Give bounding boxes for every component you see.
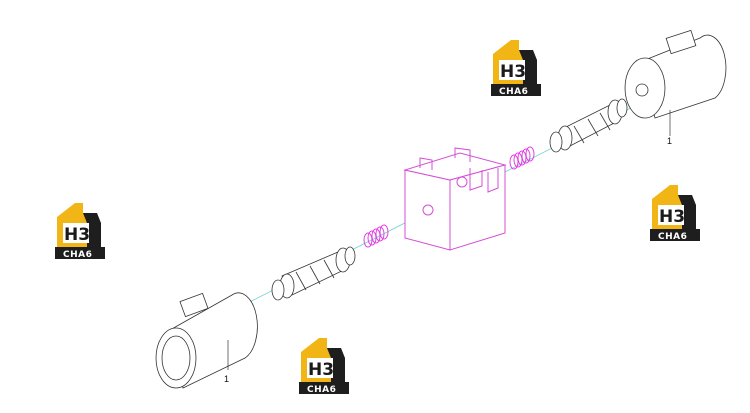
svg-text:CHA6: CHA6 [63,250,92,260]
watermark-logo-right: CHA6 [650,185,700,242]
spring-right [509,146,535,170]
watermark-logo-bottom: CHA6 [299,338,349,395]
solenoid-coil-right [624,29,727,136]
callout-label-left: 1 [224,374,229,384]
watermark-logo-left: CHA6 [55,203,105,260]
svg-text:CHA6: CHA6 [658,232,687,242]
valve-body-block [403,147,507,251]
watermark-logo-top: CHA6 [491,40,541,97]
spring-left [363,224,389,248]
cartridge-right [549,98,628,153]
cartridge-left [271,246,356,301]
svg-text:CHA6: CHA6 [307,385,336,395]
callout-label-right: 1 [667,136,672,146]
svg-text:CHA6: CHA6 [499,87,528,97]
solenoid-coil-left [155,292,258,389]
